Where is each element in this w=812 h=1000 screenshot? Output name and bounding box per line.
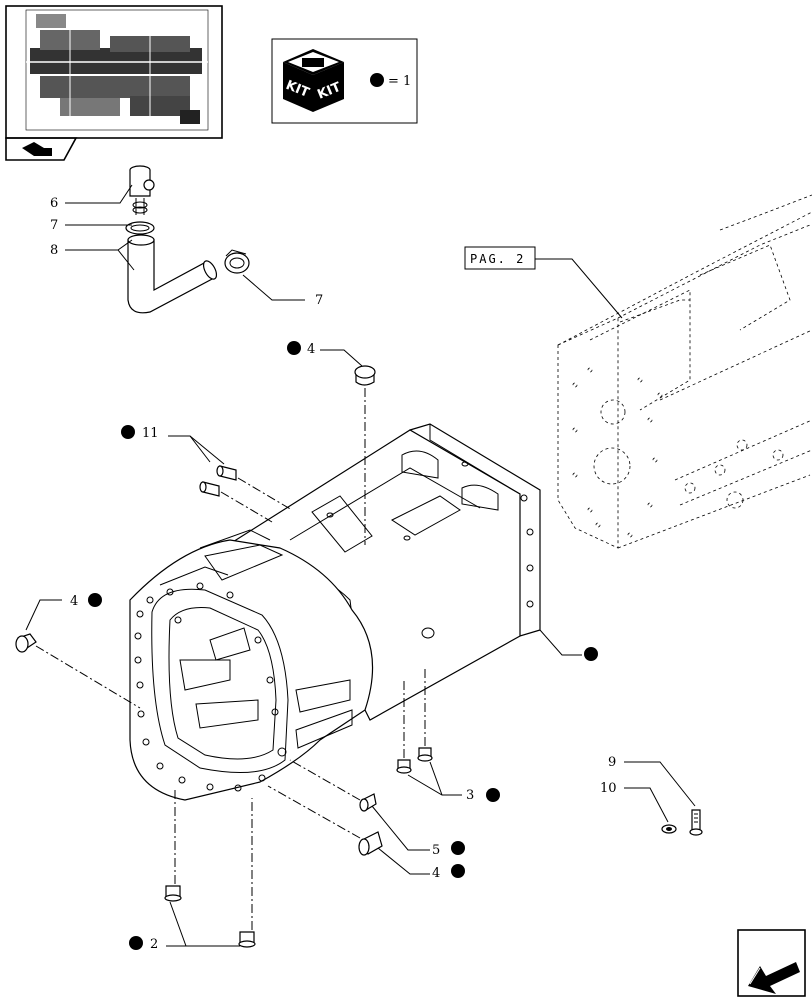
back-arrow-icon[interactable] (5, 137, 78, 161)
callout-10: 10 (600, 781, 617, 796)
callout-6: 6 (50, 196, 58, 211)
plug-top (354, 365, 376, 386)
plug-4-bottom (358, 831, 383, 856)
transmission-section-thumbnail[interactable] (5, 5, 223, 139)
callout-8: 8 (50, 243, 58, 258)
callout-4-top: 4 (307, 342, 315, 357)
kit-legend: KIT KIT = 1 (271, 38, 418, 124)
breather-cap (129, 165, 155, 215)
hose-clamp-lower (224, 249, 250, 274)
hose-clamp-upper (125, 221, 155, 235)
callout-3: 3 (466, 788, 474, 803)
front-transmission-housing (129, 423, 541, 801)
breather-assembly (65, 165, 305, 314)
bottom-plugs-3 (396, 747, 433, 774)
screw-9 (689, 809, 703, 836)
callout-5: 5 (432, 843, 440, 858)
dowel-pins (199, 465, 237, 497)
next-page-arrow-icon[interactable] (737, 929, 806, 997)
plugs-2 (164, 885, 256, 948)
breather-hose (127, 239, 215, 314)
callout-9: 9 (608, 755, 616, 770)
rear-transmission-housing (557, 194, 812, 549)
callout-11: 11 (142, 426, 159, 441)
callout-2: 2 (150, 937, 158, 952)
callout-7-upper: 7 (50, 218, 58, 233)
page-reference-box[interactable]: PAG. 2 (464, 246, 536, 270)
page-reference-label: PAG. 2 (470, 252, 525, 266)
housing-kit-marker (584, 647, 598, 661)
kit-equals-text: = 1 (388, 74, 411, 89)
kit-box-icon: KIT KIT (283, 49, 344, 112)
filled-dot-marker (370, 73, 384, 87)
washer-10 (661, 824, 677, 834)
callout-4-bottom: 4 (432, 866, 440, 881)
plug-left (15, 633, 37, 653)
callout-4-left: 4 (70, 594, 78, 609)
callout-7-clamp: 7 (315, 293, 323, 308)
